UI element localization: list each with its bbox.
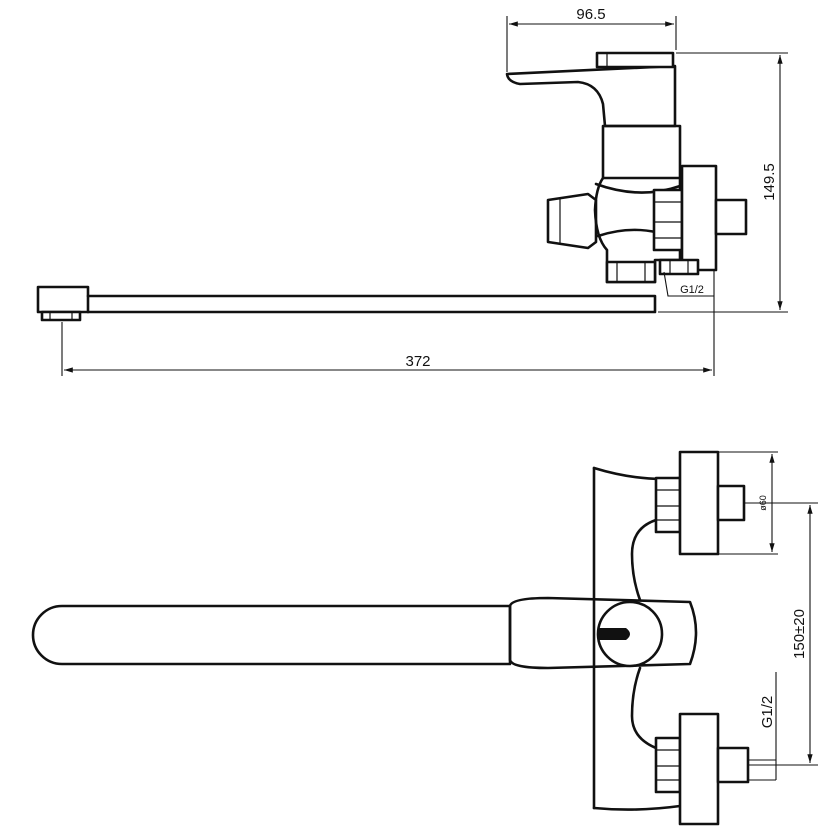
inlet-pipes-top: [630, 518, 658, 750]
lever-handle-side: [505, 51, 677, 128]
dimension-height: 149.5: [658, 52, 788, 313]
thread-callout-top: G1/2: [748, 672, 777, 781]
upper-eccentric-top: [654, 450, 746, 556]
dim-label-96-5: 96.5: [576, 6, 605, 23]
diverter-knob-side: [546, 192, 598, 250]
spout-side: [36, 285, 657, 322]
lower-eccentric-top: [654, 712, 750, 826]
side-view: 96.5 149.5 372 G1/2: [36, 6, 788, 376]
thread-label-side: G1/2: [680, 284, 704, 296]
dimension-length: 372: [61, 270, 715, 376]
dimension-center-distance: 150±20: [744, 502, 818, 766]
spout-top: [31, 604, 512, 666]
eccentric-fitting-side: [652, 164, 748, 276]
mixer-body-top: [508, 596, 698, 670]
dim-label-372: 372: [405, 353, 430, 370]
thread-label-top: G1/2: [759, 696, 776, 729]
top-view: ø60 150±20 G1/2: [31, 450, 818, 826]
dim-label-149-5: 149.5: [761, 163, 778, 201]
dim-label-150-20: 150±20: [791, 609, 808, 659]
thread-callout-side: G1/2: [663, 271, 714, 297]
dimension-top-width: 96.5: [506, 6, 677, 72]
